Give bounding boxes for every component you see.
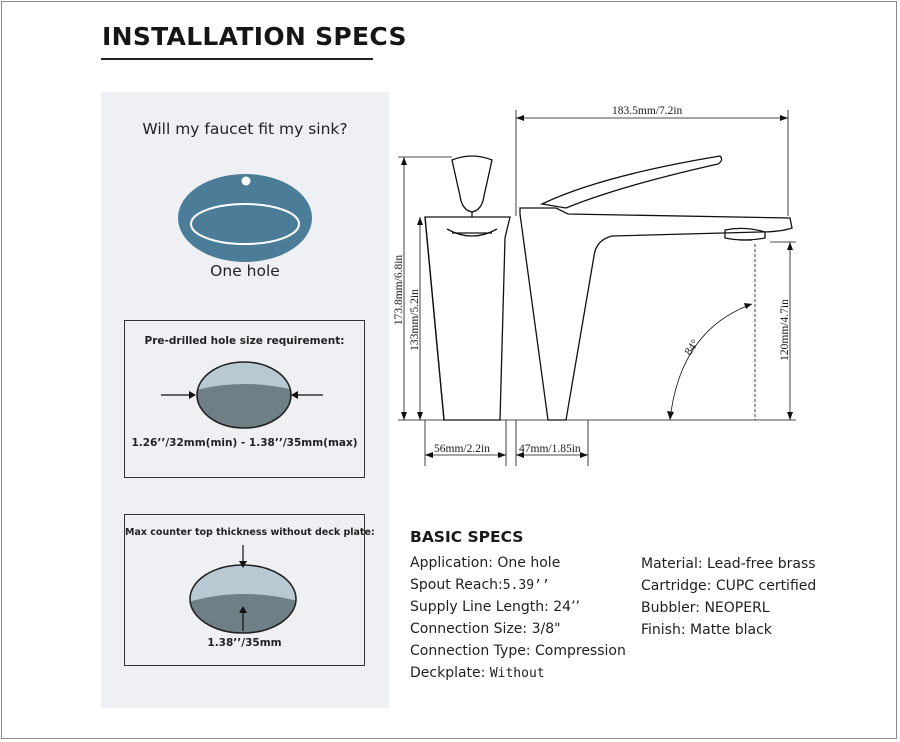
thickness-note: 1.38’’/35mm: [207, 637, 282, 649]
fit-panel: Will my faucet fit my sink? One hole Pre…: [101, 92, 389, 708]
front-body-shape: [424, 216, 511, 421]
hole-size-icon: [161, 361, 323, 429]
side-base-width-label: 47mm/1.85in: [519, 443, 581, 455]
spec-bubbler: Bubbler: NEOPERL: [641, 600, 770, 616]
side-body-shape: [519, 207, 793, 421]
spout-height-label: 120mm/4.7in: [779, 299, 791, 361]
base-width-label: 56mm/2.2in: [434, 443, 490, 455]
title-underline: [101, 58, 373, 60]
thickness-box: Max counter top thickness without deck p…: [124, 514, 375, 666]
spec-finish: Finish: Matte black: [641, 622, 772, 638]
spec-spout-reach: Spout Reach:5.39’’: [410, 577, 550, 593]
fit-question: Will my faucet fit my sink?: [142, 120, 348, 138]
spec-connection-type: Connection Type: Compression: [410, 643, 626, 659]
spec-deckplate: Deckplate: Without: [410, 665, 545, 681]
hole-size-note: 1.26’’/32mm(min) - 1.38’’/35mm(max): [131, 437, 358, 449]
angle-label: 84°: [683, 337, 702, 357]
hole-size-heading: Pre-drilled hole size requirement:: [144, 335, 345, 347]
spec-connection-size: Connection Size: 3/8": [410, 621, 561, 637]
body-height-label: 133mm/5.2in: [409, 289, 421, 351]
page-title: INSTALLATION SPECS: [102, 22, 407, 51]
spec-cartridge: Cartridge: CUPC certified: [641, 578, 817, 594]
sink-label: One hole: [210, 262, 280, 280]
spec-material: Material: Lead-free brass: [641, 556, 816, 572]
hole-size-box: Pre-drilled hole size requirement: 1.26’…: [124, 320, 365, 478]
front-handle-shape: [451, 155, 493, 213]
total-height-label: 173.8mm/6.8in: [393, 255, 405, 326]
basic-specs-heading: BASIC SPECS: [410, 528, 524, 546]
spec-supply-line-length: Supply Line Length: 24’’: [410, 599, 580, 615]
side-lever-shape: [539, 155, 723, 209]
sink-icon: [178, 174, 312, 262]
thickness-heading: Max counter top thickness without deck p…: [125, 527, 375, 538]
thickness-icon: [189, 545, 297, 634]
total-length-label: 183.5mm/7.2in: [612, 105, 683, 117]
spec-application: Application: One hole: [410, 555, 561, 571]
